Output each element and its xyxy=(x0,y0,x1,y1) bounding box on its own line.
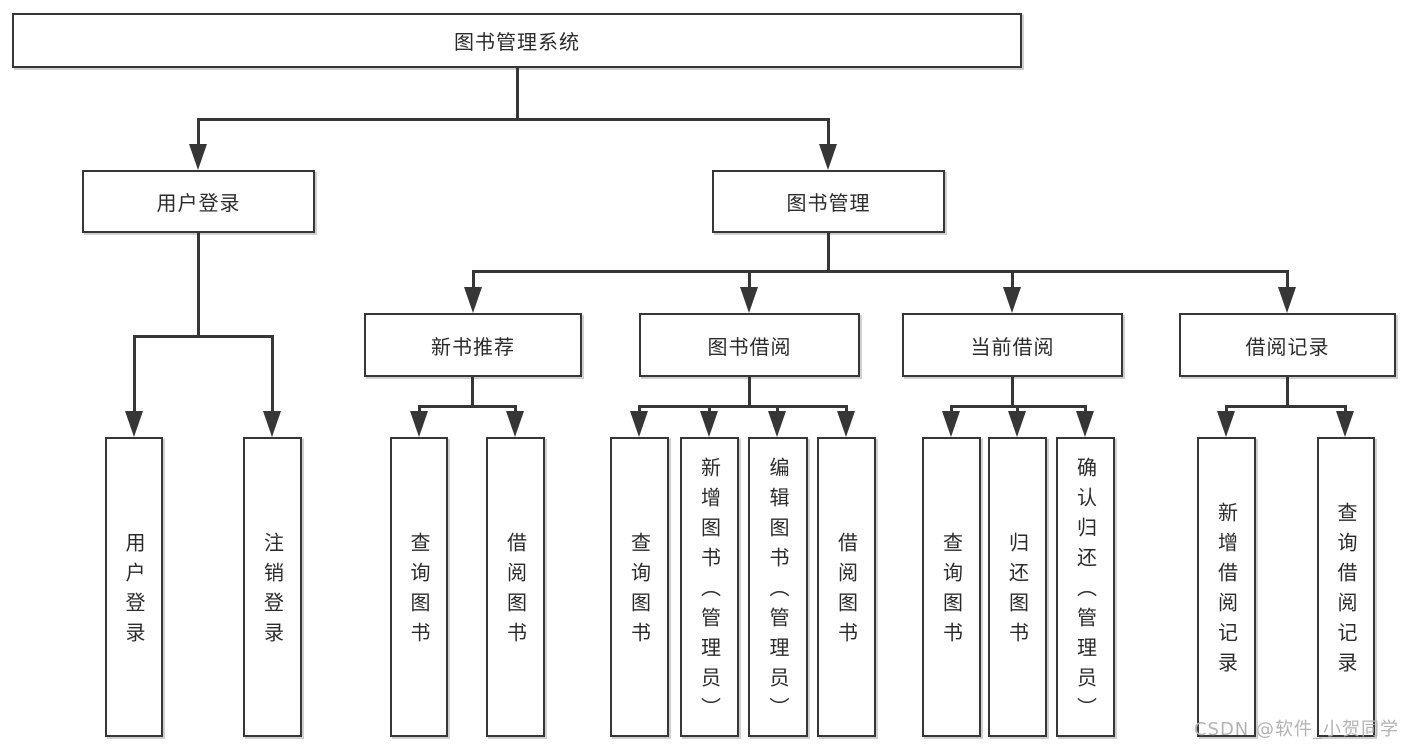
leaf-edit-books-admin-label: 编辑图书（管理员） xyxy=(766,457,790,727)
leaf-query-books-borrowing: 查询图书 xyxy=(610,437,669,737)
connector-shaft xyxy=(197,118,200,148)
leaf-borrow-books-recommend-label: 借阅图书 xyxy=(503,532,528,652)
connector-shaft xyxy=(133,335,136,413)
connector-book-mgmt-branch xyxy=(472,270,1289,273)
watermark-text: CSDN @软件_小贺同学 xyxy=(1193,719,1399,740)
connector-root-stem xyxy=(516,68,519,120)
connector-shaft xyxy=(1011,270,1014,291)
connector-stem xyxy=(748,377,751,407)
arrowhead xyxy=(837,411,855,437)
leaf-query-borrow-record-label: 查询借阅记录 xyxy=(1334,502,1358,682)
node-borrowing-records-label: 借阅记录 xyxy=(1245,334,1330,359)
connector-user-login-stem xyxy=(197,233,200,337)
connector-shaft xyxy=(271,335,274,413)
leaf-query-books-current: 查询图书 xyxy=(922,437,981,737)
arrowhead xyxy=(1003,287,1021,313)
connector-root-branch xyxy=(197,118,830,121)
leaf-query-borrow-record: 查询借阅记录 xyxy=(1317,437,1375,737)
arrowhead xyxy=(1008,411,1026,437)
arrowhead xyxy=(410,411,428,437)
connector-shaft xyxy=(776,405,779,415)
arrowhead xyxy=(189,144,207,170)
connector-shaft xyxy=(1084,405,1087,415)
node-new-book-recommendation-label: 新书推荐 xyxy=(431,334,515,359)
node-current-borrowing: 当前借阅 xyxy=(902,313,1123,377)
node-new-book-recommendation: 新书推荐 xyxy=(364,313,582,377)
node-book-borrowing: 图书借阅 xyxy=(639,313,860,377)
node-root: 图书管理系统 xyxy=(12,13,1022,68)
leaf-add-books-admin: 新增图书（管理员） xyxy=(680,437,739,737)
connector-shaft xyxy=(1344,405,1347,415)
leaf-query-books-borrowing-label: 查询图书 xyxy=(627,532,652,652)
connector-branch xyxy=(638,405,847,408)
arrowhead xyxy=(263,411,281,437)
node-user-login-label: 用户登录 xyxy=(156,191,241,215)
leaf-borrow-books-recommend: 借阅图书 xyxy=(486,437,545,737)
node-current-borrowing-label: 当前借阅 xyxy=(970,334,1055,359)
connector-shaft xyxy=(1286,270,1289,291)
connector-user-login-branch xyxy=(133,335,274,338)
connector-shaft xyxy=(845,405,848,415)
arrowhead xyxy=(740,287,758,313)
arrowhead xyxy=(1336,411,1354,437)
leaf-query-books-current-label: 查询图书 xyxy=(939,532,964,652)
arrowhead xyxy=(819,144,837,170)
arrowhead xyxy=(942,411,960,437)
node-borrowing-records: 借阅记录 xyxy=(1179,313,1396,377)
arrowhead xyxy=(1076,411,1094,437)
leaf-add-books-admin-label: 新增图书（管理员） xyxy=(697,457,722,727)
connector-shaft xyxy=(708,405,711,415)
connector-book-mgmt-stem xyxy=(827,233,830,272)
node-book-management-label: 图书管理 xyxy=(786,191,871,215)
connector-shaft xyxy=(638,405,641,415)
leaf-edit-books-admin: 编辑图书（管理员） xyxy=(748,437,808,737)
arrowhead xyxy=(768,411,786,437)
leaf-return-books-label: 归还图书 xyxy=(1005,532,1030,652)
node-user-login: 用户登录 xyxy=(82,170,315,233)
leaf-logout: 注销登录 xyxy=(243,437,302,737)
leaf-confirm-return-admin: 确认归还（管理员） xyxy=(1056,437,1115,737)
node-root-label: 图书管理系统 xyxy=(454,30,580,54)
connector-stem xyxy=(471,377,474,407)
leaf-add-borrow-record-label: 新增借阅记录 xyxy=(1214,502,1239,682)
node-book-management: 图书管理 xyxy=(712,170,945,233)
connector-branch xyxy=(1225,405,1347,408)
arrowhead xyxy=(506,411,524,437)
connector-shaft xyxy=(472,270,475,291)
node-book-borrowing-label: 图书借阅 xyxy=(707,334,792,359)
arrowhead xyxy=(1217,411,1235,437)
leaf-add-borrow-record: 新增借阅记录 xyxy=(1197,437,1256,737)
connector-shaft xyxy=(418,405,421,415)
leaf-user-login: 用户登录 xyxy=(105,437,163,737)
leaf-query-books-recommend: 查询图书 xyxy=(390,437,448,737)
arrowhead xyxy=(125,411,143,437)
leaf-query-books-recommend-label: 查询图书 xyxy=(407,532,431,652)
connector-shaft xyxy=(827,118,830,148)
connector-stem xyxy=(1286,377,1289,407)
leaf-logout-label: 注销登录 xyxy=(260,532,285,652)
connector-shaft xyxy=(1016,405,1019,415)
connector-stem xyxy=(1011,377,1014,407)
leaf-borrow-books-borrowing-label: 借阅图书 xyxy=(834,532,859,652)
leaf-confirm-return-admin-label: 确认归还（管理员） xyxy=(1073,457,1098,727)
connector-branch xyxy=(418,405,517,408)
arrowhead xyxy=(1278,287,1296,313)
arrowhead xyxy=(700,411,718,437)
arrowhead xyxy=(630,411,648,437)
connector-shaft xyxy=(514,405,517,415)
connector-shaft xyxy=(1225,405,1228,415)
leaf-user-login-label: 用户登录 xyxy=(122,532,146,652)
leaf-return-books: 归还图书 xyxy=(988,437,1047,737)
connector-shaft xyxy=(950,405,953,415)
leaf-borrow-books-borrowing: 借阅图书 xyxy=(817,437,876,737)
arrowhead xyxy=(464,287,482,313)
connector-shaft xyxy=(748,270,751,291)
